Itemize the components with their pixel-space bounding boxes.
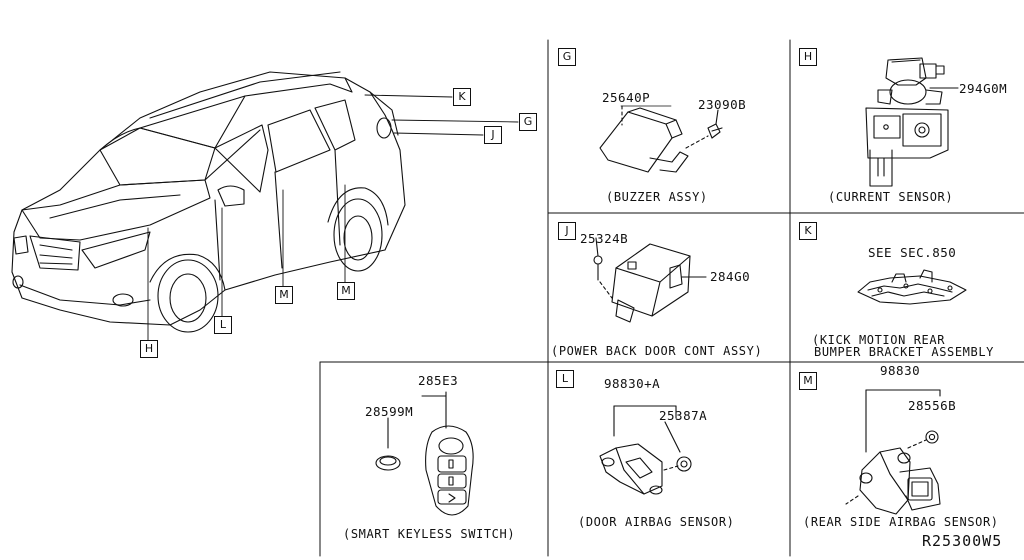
vehicle-callout-leaders [147,94,519,341]
caption-buzzer-assy: (BUZZER ASSY) [606,190,708,204]
door-airbag-sensor-drawing [599,405,692,495]
caption-kick-motion-line1: (KICK MOTION REAR [812,333,946,347]
bumper-bracket-drawing [857,269,967,305]
smart-key-drawing [375,391,474,516]
panel-dividers [319,39,1024,557]
callout-tag-l: L [214,316,232,334]
callout-tag-m-rear: M [337,282,355,300]
caption-door-airbag-sensor: (DOOR AIRBAG SENSOR) [578,515,735,529]
callout-tag-g: G [519,113,537,131]
part-number-294g0m: 294G0M [959,81,1008,96]
panel-tag-k: K [799,222,817,240]
drawing-reference-number: R25300W5 [922,532,1003,550]
part-number-284g0: 284G0 [710,269,751,284]
part-number-25640p: 25640P [602,90,651,105]
see-section-note: SEE SEC.850 [868,245,957,260]
part-number-28599m: 28599M [365,404,414,419]
caption-smart-keyless-switch: (SMART KEYLESS SWITCH) [343,527,516,541]
caption-power-back-door-cont: (POWER BACK DOOR CONT ASSY) [551,344,763,358]
callout-tag-m-front: M [275,286,293,304]
panel-tag-j: J [558,222,576,240]
part-number-28556b: 28556B [908,398,957,413]
part-number-23090b: 23090B [698,97,747,112]
panel-tag-l: L [556,370,574,388]
current-sensor-drawing [865,57,959,187]
part-number-98830: 98830 [880,363,921,378]
vehicle-illustration [11,71,406,333]
caption-rear-side-airbag-sensor: (REAR SIDE AIRBAG SENSOR) [803,515,999,529]
power-back-door-cont-drawing [593,237,707,323]
part-number-25324b: 25324B [580,231,629,246]
rear-side-airbag-sensor-drawing [845,389,941,515]
part-number-98830a: 98830+A [604,376,661,391]
panel-tag-g: G [558,48,576,66]
caption-current-sensor: (CURRENT SENSOR) [828,190,954,204]
panel-tag-m: M [799,372,817,390]
caption-kick-motion-line2: BUMPER BRACKET ASSEMBLY [814,345,994,359]
callout-tag-j: J [484,126,502,144]
panel-tag-h: H [799,48,817,66]
part-number-25387a: 25387A [659,408,708,423]
callout-tag-k: K [453,88,471,106]
part-number-285e3: 285E3 [418,373,459,388]
callout-tag-h: H [140,340,158,358]
buzzer-assy-drawing [599,105,723,173]
